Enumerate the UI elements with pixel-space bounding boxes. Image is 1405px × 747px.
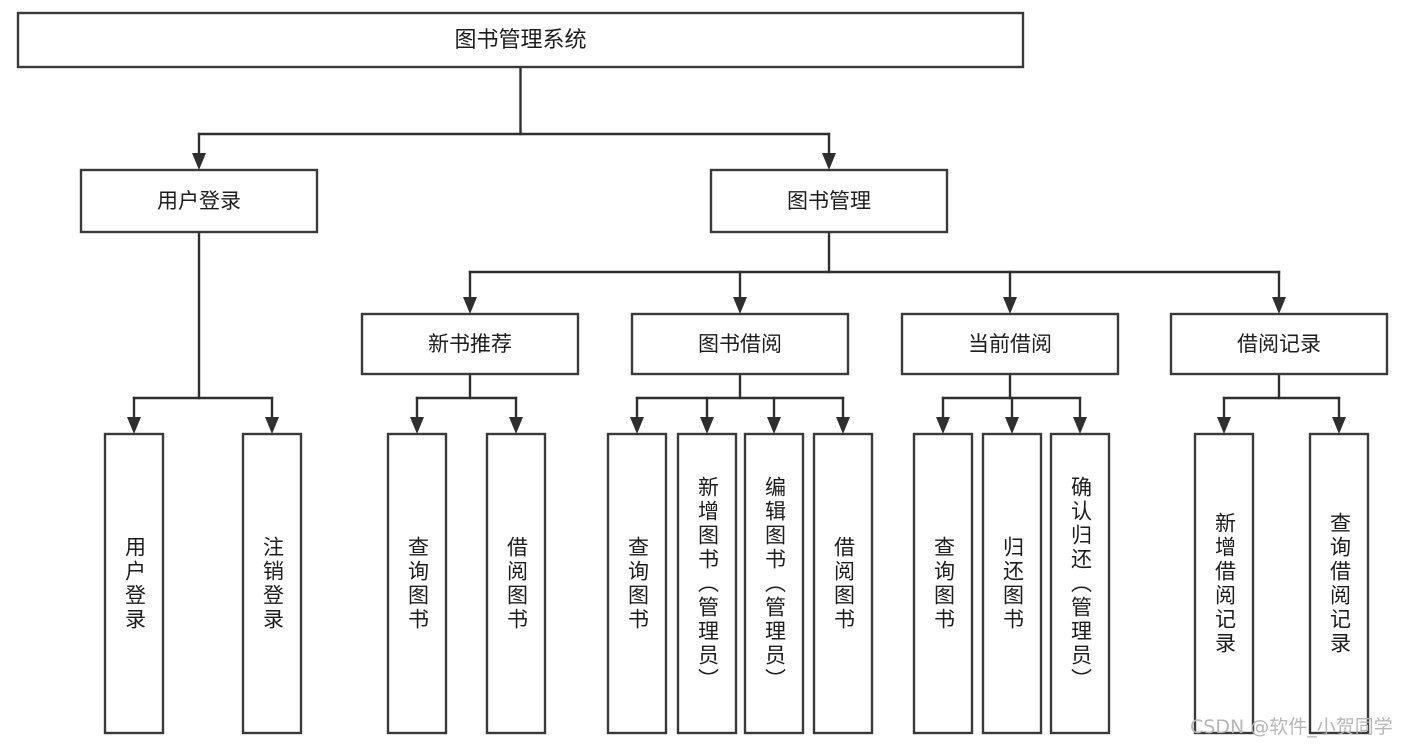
node-box-leaf-query-book-1[interactable] <box>386 432 448 735</box>
node-label-root: 图书管理系统 <box>454 28 586 53</box>
arrow-head-icon-new-book-recommend <box>463 297 477 314</box>
arrow-head-icon-leaf-borrow-book-2 <box>836 417 850 434</box>
node-label-book-manage: 图书管理 <box>787 189 871 213</box>
arrow-head-icon-leaf-query-book-2 <box>630 417 644 434</box>
arrow-head-icon-leaf-edit-book <box>767 417 781 434</box>
arrow-head-icon-leaf-add-book <box>700 417 714 434</box>
node-box-borrow-record[interactable] <box>1169 312 1389 376</box>
arrow-head-icon-leaf-user-login <box>127 417 141 434</box>
arrow-head-icon-book-borrow <box>733 297 747 314</box>
node-box-leaf-query-book-2[interactable] <box>606 432 668 735</box>
node-label-new-book-recommend: 新书推荐 <box>428 332 512 356</box>
arrow-head-icon-leaf-query-book-3 <box>936 417 950 434</box>
node-label-borrow-record: 借阅记录 <box>1237 332 1321 356</box>
node-box-leaf-logout[interactable] <box>241 432 303 735</box>
arrow-head-icon-user-login <box>192 153 206 170</box>
node-box-leaf-borrow-book-1[interactable] <box>485 432 547 735</box>
arrow-head-icon-leaf-query-record <box>1332 417 1346 434</box>
arrow-head-icon-leaf-add-record <box>1217 417 1231 434</box>
node-box-leaf-add-book[interactable] <box>676 432 738 735</box>
arrow-head-icon-leaf-query-book-1 <box>410 417 424 434</box>
node-box-new-book-recommend[interactable] <box>360 312 580 376</box>
node-box-leaf-query-book-3[interactable] <box>912 432 974 735</box>
node-label-current-borrow: 当前借阅 <box>968 332 1052 356</box>
arrow-head-icon-current-borrow <box>1003 297 1017 314</box>
node-box-user-login[interactable] <box>79 168 319 234</box>
node-label-book-borrow: 图书借阅 <box>698 332 782 356</box>
node-box-book-borrow[interactable] <box>630 312 850 376</box>
arrow-head-icon-leaf-borrow-book-1 <box>509 417 523 434</box>
node-box-leaf-confirm-return[interactable] <box>1049 432 1111 735</box>
connector-layer <box>127 65 1346 434</box>
arrow-head-icon-leaf-confirm-return <box>1073 417 1087 434</box>
node-box-leaf-borrow-book-2[interactable] <box>812 432 874 735</box>
node-box-leaf-return-book[interactable] <box>981 432 1043 735</box>
node-box-leaf-add-record[interactable] <box>1193 432 1255 735</box>
node-label-user-login: 用户登录 <box>157 189 241 213</box>
node-box-current-borrow[interactable] <box>900 312 1120 376</box>
arrow-head-icon-leaf-return-book <box>1005 417 1019 434</box>
node-box-leaf-query-record[interactable] <box>1308 432 1370 735</box>
node-box-leaf-edit-book[interactable] <box>743 432 805 735</box>
node-box-leaf-user-login[interactable] <box>103 432 165 735</box>
watermark: CSDN @软件_小贺同学 <box>1190 716 1393 738</box>
arrow-head-icon-leaf-logout <box>265 417 279 434</box>
arrow-head-icon-borrow-record <box>1272 297 1286 314</box>
box-layer <box>16 11 1389 735</box>
node-box-root[interactable] <box>16 11 1025 69</box>
node-box-book-manage[interactable] <box>709 168 949 234</box>
arrow-head-icon-book-manage <box>822 153 836 170</box>
